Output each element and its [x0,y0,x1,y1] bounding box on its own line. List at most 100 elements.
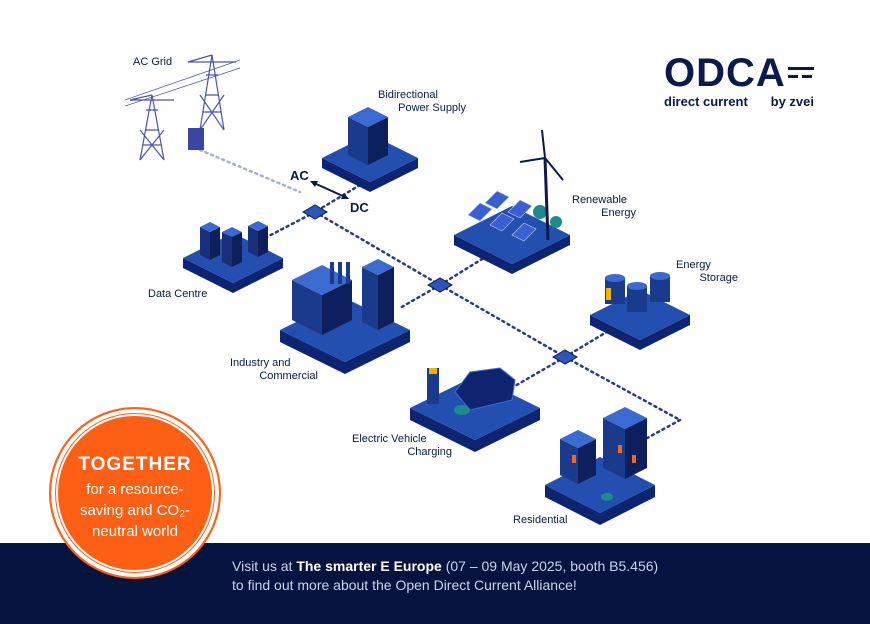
house-icon [625,418,647,479]
solar-panel-icon [484,190,510,210]
label-line: Energy [601,207,636,219]
house-icon [560,430,596,448]
dotted-connection [313,183,362,214]
office-tower-icon [378,267,394,330]
battery-charge-icon [606,288,611,300]
banner-details: (07 – 09 May 2025, booth B5.456) [441,558,659,574]
logo-name: ODCA [664,51,786,95]
house-icon [603,418,625,479]
tree-icon [533,205,547,219]
battery-icon [627,286,647,312]
charging-station-icon [427,368,439,404]
bush-icon [454,405,470,415]
label-bidirectional-power-supply: Bidirectional Power Supply [360,89,466,115]
battery-top [627,282,647,290]
dotted-connection [438,283,567,359]
junction-node-icon [552,349,578,365]
label-renewable-energy: Renewable Energy [560,194,636,220]
label-line: Commercial [259,370,318,382]
platform-side [183,258,283,293]
logo-byline: by zvei [770,94,814,109]
label-ac-grid: AC Grid [133,56,173,68]
platform-side [590,315,690,350]
label-residential: Residential [513,514,568,526]
dotted-connection [313,210,442,287]
label-industry-commercial: Industry and Commercial [230,357,318,383]
house-icon [603,407,647,429]
label-line: Power Supply [398,102,466,114]
server-rack-icon [200,227,210,260]
energy-storage-platform [590,272,690,350]
footer-banner: Visit us at The smarter E Europe (07 – 0… [0,543,870,624]
badge-ring [56,414,214,572]
badge-line: for a resource- [86,481,184,498]
platform-side [322,158,418,192]
label-ac: AC [290,168,309,183]
platform-side [545,485,655,525]
house-icon [578,439,596,484]
dotted-connection [263,210,317,240]
lit-window [618,445,622,453]
battery-top [605,274,625,282]
badge-text: for a resource- saving and CO₂- neutral … [51,479,219,542]
solar-panel-icon [489,212,515,232]
lit-window [572,455,576,463]
dc-symbol-icon [787,67,814,78]
office-tower-icon [362,267,378,330]
wind-turbine-icon [519,129,564,241]
data-centre-platform [183,221,283,293]
bush-icon [601,493,613,501]
junction-node-icon [427,277,453,293]
banner-line2: to find out more about the Open Direct C… [232,577,577,593]
server-rack-icon [248,221,268,231]
power-supply-cabinet-icon [348,107,388,127]
power-supply-cabinet-icon [368,117,388,165]
label-line: Charging [407,446,452,458]
chimney-icon [330,262,334,284]
label-line: Renewable [572,194,628,206]
junction-nodes [302,204,578,365]
server-rack-icon [232,232,242,267]
house-icon [560,439,578,484]
connection-lines [198,148,682,444]
label-dc: DC [350,200,369,215]
charger-light [429,368,437,374]
platform-side [454,235,570,274]
label-energy-storage: Energy Storage [670,259,738,285]
platform-side [410,408,540,452]
dotted-connection [513,355,567,388]
lit-window [632,455,636,463]
ac-grid-pylons-icon [124,54,241,161]
label-line: Industry and [230,357,291,369]
solar-panel-icon [511,222,537,242]
residential-platform [545,407,655,525]
ac-dc-conversion-arrow-icon [310,181,349,199]
facility-platforms [183,107,690,525]
label-ev-charging: Electric Vehicle Charging [352,433,452,459]
server-rack-icon [200,222,220,232]
factory-building-icon [292,280,322,335]
label-data-centre: Data Centre [148,288,208,300]
server-rack-icon [248,226,258,257]
logo-tagline: direct current [664,94,748,109]
label-line: Bidirectional [378,89,438,101]
banner-text: Visit us at The smarter E Europe (07 – 0… [232,557,658,595]
battery-top [650,272,670,280]
server-rack-icon [222,227,242,237]
together-badge: TOGETHER for a resource- saving and CO₂-… [49,407,221,579]
factory-building-icon [292,265,352,295]
renewable-energy-platform [454,190,570,274]
bidirectional-power-supply-platform [322,107,418,192]
server-rack-icon [210,227,220,260]
office-tower-icon [362,259,394,275]
dotted-connection [398,283,442,310]
label-line: Storage [699,272,738,284]
power-supply-cabinet-icon [348,117,368,165]
solar-panel-icon [507,199,533,219]
dotted-connection [563,328,612,359]
industry-commercial-platform [280,259,410,374]
dotted-connection [563,355,682,422]
platform-side [280,330,410,374]
badge-line: neutral world [92,523,178,540]
factory-building-icon [322,280,352,335]
